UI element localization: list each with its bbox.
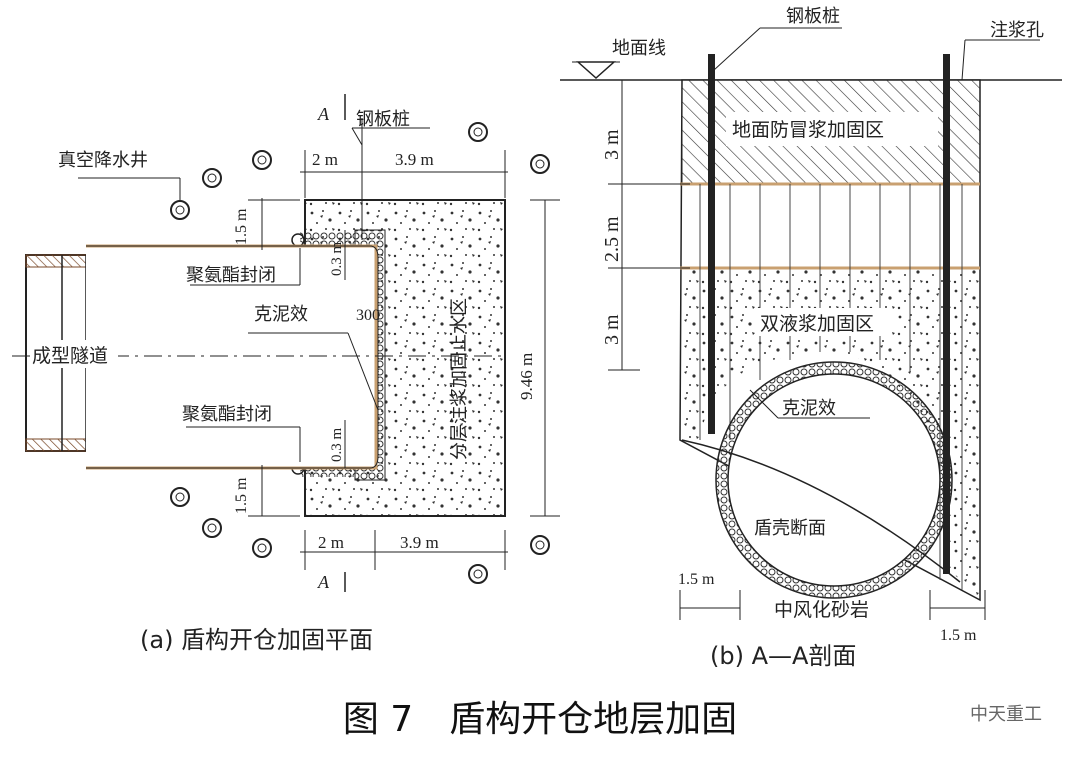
label-well: 真空降水井 (58, 150, 148, 171)
dim-15m-left: 1.5 m (678, 571, 715, 588)
label-kenixiao-section: 克泥效 (782, 398, 836, 419)
dim-300: 300 (356, 307, 380, 324)
dim-39m-bottom: 3.9 m (400, 533, 439, 552)
dim-39m-top: 3.9 m (395, 150, 434, 169)
well-icon (530, 535, 550, 555)
dim-03m-top: 0.3 m (329, 242, 345, 277)
dim-15m-bottom: 1.5 m (233, 477, 250, 514)
dim-2m-bottom: 2 m (318, 533, 344, 552)
double-grout-zone (682, 270, 980, 600)
section-marker-a-top: A (317, 104, 330, 124)
figure-caption: 图 7 盾构开仓地层加固 (342, 699, 738, 740)
dim-15m-right: 1.5 m (940, 627, 977, 644)
label-ground: 地面线 (612, 38, 666, 59)
label-shield: 盾壳断面 (754, 518, 826, 539)
dim-2m-top: 2 m (312, 150, 338, 169)
shield-section (727, 373, 941, 587)
label-double-zone: 双液浆加固区 (760, 313, 874, 335)
well-icon (202, 518, 222, 538)
label-tunnel: 成型隧道 (32, 345, 108, 367)
well-icon (468, 122, 488, 142)
well-icon (468, 564, 488, 584)
dim-3m-bottom: 3 m (601, 314, 623, 345)
dewatering-wells (170, 122, 550, 584)
dim-25m: 2.5 m (601, 216, 623, 262)
label-kenixiao-plan: 克泥效 (254, 304, 308, 325)
well-icon (170, 200, 190, 220)
label-hole: 注浆孔 (990, 20, 1044, 41)
caption-section: (b) A—A剖面 (710, 642, 856, 670)
well-icon (252, 150, 272, 170)
dim-946m: 9.46 m (517, 353, 536, 400)
label-surface-zone: 地面防冒浆加固区 (732, 119, 884, 141)
well-icon (252, 538, 272, 558)
caption-plan: (a) 盾构开仓加固平面 (140, 626, 373, 654)
steel-pile-right (943, 54, 950, 574)
label-pile-section: 钢板桩 (786, 6, 840, 27)
section-view: 地面线 钢板桩 注浆孔 3 m 2.5 m 3 m 地面防冒浆加固区 双液浆加固… (560, 6, 1062, 670)
well-icon (530, 154, 550, 174)
section-marker-a-bottom: A (317, 572, 330, 592)
well-icon (170, 487, 190, 507)
dim-03m-bottom: 0.3 m (329, 428, 345, 463)
watermark: 中天重工 (970, 704, 1042, 725)
label-seal-top: 聚氨酯封闭 (186, 265, 276, 286)
well-icon (202, 168, 222, 188)
label-grout-zone: 分层注浆加固止水区 (449, 298, 470, 460)
label-sandstone: 中风化砂岩 (774, 599, 869, 621)
label-seal-bottom: 聚氨酯封闭 (182, 404, 272, 425)
dim-15m-top: 1.5 m (233, 208, 250, 245)
dim-3m-top: 3 m (601, 129, 623, 160)
label-pile-plan: 钢板桩 (356, 109, 410, 130)
steel-pile-left (708, 54, 715, 434)
plan-view: A A 2 m 3. (12, 94, 560, 654)
